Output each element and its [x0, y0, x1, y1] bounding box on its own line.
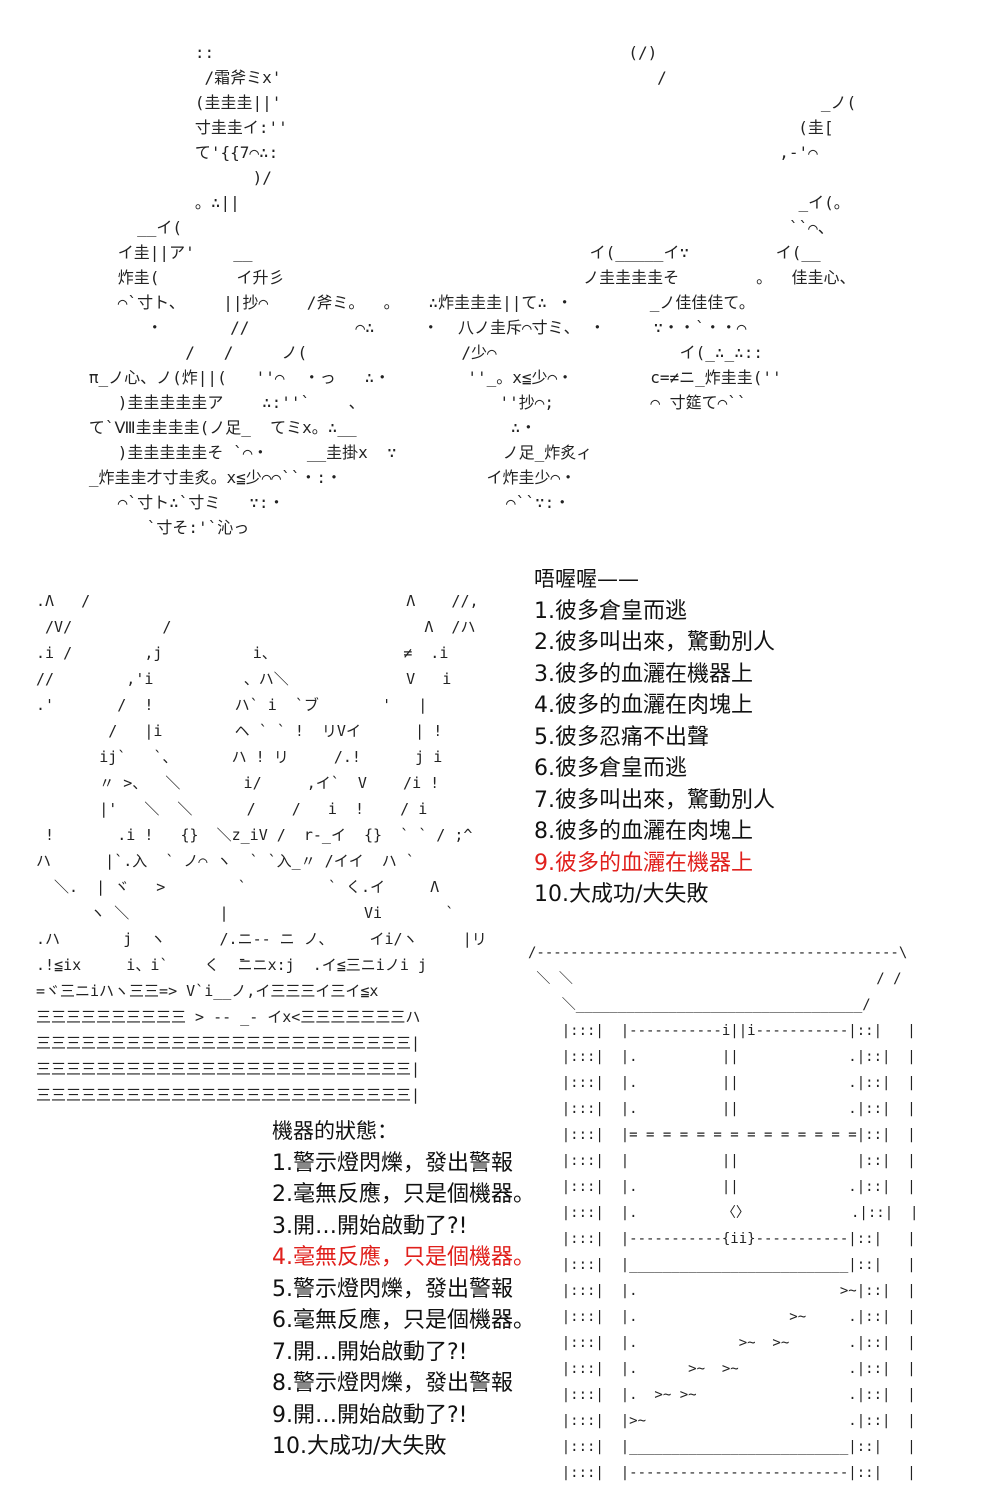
ascii-art-creature-scene: .Λ / Λ //, /V/ / Λ /ハ .i / ,j i、 ≠ .i //…: [36, 592, 487, 1104]
machine-state-title: 機器的狀態：: [272, 1119, 398, 1143]
outcome-item: 7.彼多叫出來，驚動別人: [534, 787, 775, 813]
machine-state-list: 機器的狀態： 1.警示燈閃爍，發出警報 2.毫無反應，只是個機器。 3.開…開始…: [272, 1116, 535, 1463]
machine-state-item: 8.警示燈閃爍，發出警報: [272, 1371, 513, 1396]
outcome-item: 3.彼多的血灑在機器上: [534, 661, 753, 687]
outcome-item: 10.大成功/大失敗: [534, 882, 709, 907]
outcome-item: 6.彼多倉皇而逃: [534, 756, 687, 781]
outcome-item: 1.彼多倉皇而逃: [534, 598, 687, 624]
outcome-item: 4.彼多的血灑在肉塊上: [534, 693, 753, 718]
outcome-list: 唔喔喔—— 1.彼多倉皇而逃 2.彼多叫出來，驚動別人 3.彼多的血灑在機器上 …: [534, 564, 775, 911]
outcome-list-title: 唔喔喔——: [534, 567, 639, 591]
machine-state-item: 1.警示燈閃爍，發出警報: [272, 1150, 513, 1176]
outcome-item-highlighted: 9.彼多的血灑在機器上: [534, 850, 753, 876]
machine-state-item: 10.大成功/大失敗: [272, 1434, 447, 1459]
machine-state-item: 3.開…開始啟動了?!: [272, 1213, 468, 1239]
machine-state-item: 5.警示燈閃爍，發出警報: [272, 1276, 513, 1302]
outcome-item: 8.彼多的血灑在肉塊上: [534, 819, 753, 844]
outcome-item: 5.彼多忍痛不出聲: [534, 724, 709, 750]
machine-state-item: 9.開…開始啟動了?!: [272, 1402, 468, 1428]
machine-state-item: 7.開…開始啟動了?!: [272, 1339, 468, 1365]
ascii-art-machine: /---------------------------------------…: [528, 945, 919, 1481]
machine-state-item: 2.毫無反應，只是個機器。: [272, 1182, 535, 1207]
machine-state-item: 6.毫無反應，只是個機器。: [272, 1308, 535, 1333]
outcome-item: 2.彼多叫出來，驚動別人: [534, 630, 775, 655]
machine-state-item-highlighted: 4.毫無反應，只是個機器。: [272, 1245, 535, 1270]
ascii-art-ink-splatter: :: (/) /霜斧ミx' / (圭圭圭||' _ノ(: [88, 43, 857, 537]
